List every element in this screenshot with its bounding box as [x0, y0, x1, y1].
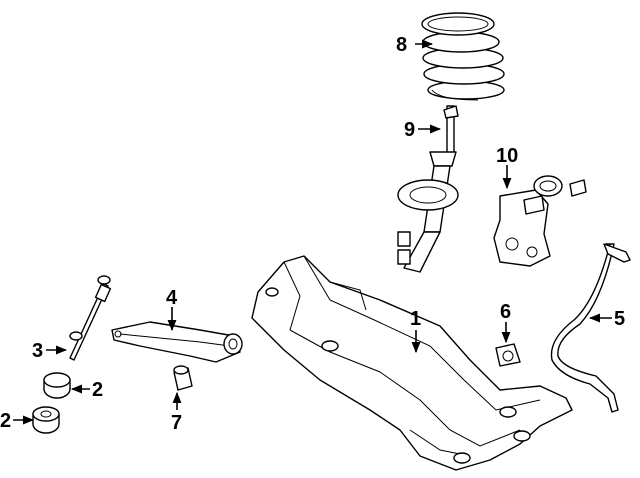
- control-arm-bushing: [173, 365, 193, 391]
- callout-9: 9: [404, 119, 415, 141]
- bushing-upper: [43, 372, 71, 399]
- bushing-lower: [32, 406, 60, 434]
- callout-3: 3: [32, 340, 43, 362]
- callout-8: 8: [396, 34, 407, 56]
- callout-7: 7: [171, 412, 182, 434]
- callout-1: 1: [410, 308, 421, 330]
- callout-2-lower: 2: [0, 410, 11, 432]
- front-subframe: [251, 255, 573, 471]
- stabilizer-bar: [550, 243, 631, 413]
- callout-4: 4: [166, 287, 178, 309]
- steering-knuckle: [493, 175, 587, 267]
- bolt: [69, 275, 112, 361]
- callout-10: 10: [496, 145, 518, 167]
- callout-5: 5: [614, 308, 625, 330]
- callout-2-upper: 2: [92, 379, 103, 401]
- coil-spring: [421, 12, 505, 101]
- callout-6: 6: [500, 301, 511, 323]
- leader-lines: [13, 39, 612, 425]
- lower-control-arm: [111, 321, 243, 363]
- strut-assembly: [397, 105, 459, 273]
- stabilizer-bushing: [495, 343, 521, 367]
